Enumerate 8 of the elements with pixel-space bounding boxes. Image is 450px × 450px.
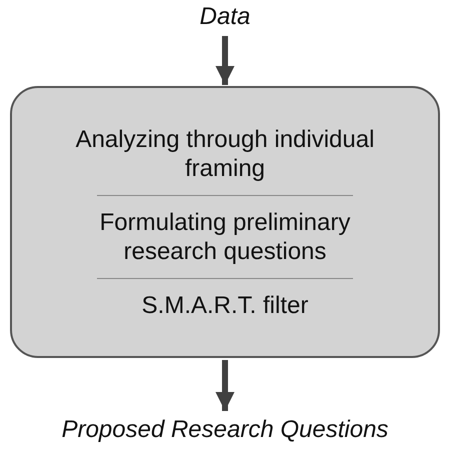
arrow <box>215 36 235 85</box>
step-text: S.M.A.R.T. filter <box>140 290 310 320</box>
step-text: Analyzing through individual framing <box>75 124 375 182</box>
step-text: Formulating preliminary research questions <box>98 208 352 266</box>
io-label: Data <box>200 2 250 32</box>
arrow <box>215 360 235 411</box>
io-label: Proposed Research Questions <box>62 415 388 445</box>
process-box <box>10 86 440 358</box>
